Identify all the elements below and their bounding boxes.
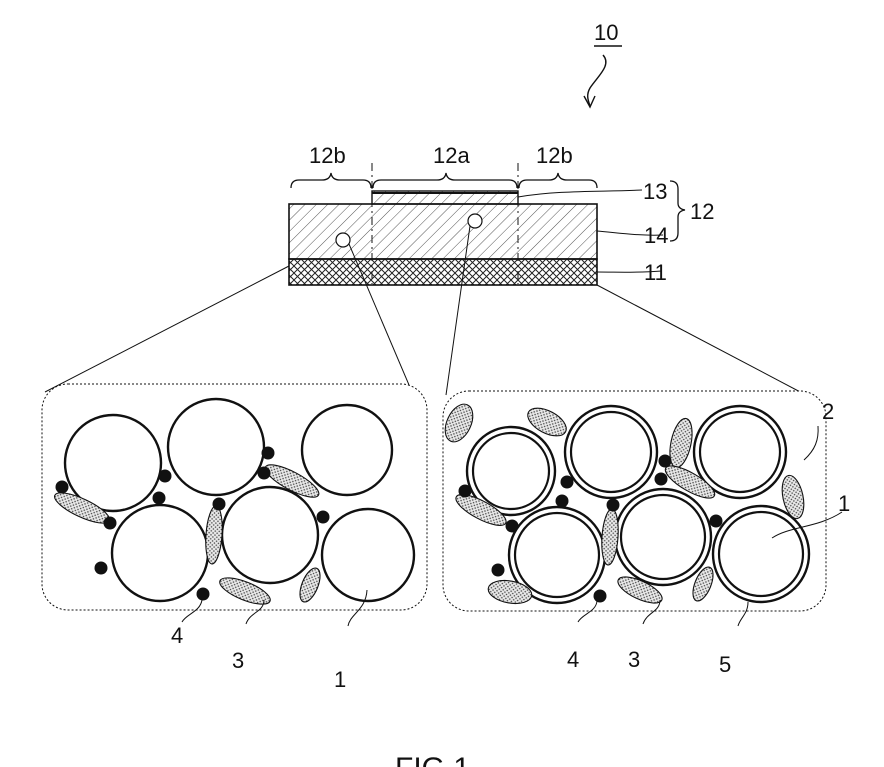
projection-right-outer xyxy=(597,285,806,395)
coated-particle-core xyxy=(473,433,549,509)
zoom-circle-right xyxy=(468,214,482,228)
active-particle xyxy=(322,509,414,601)
right-label-1: 1 xyxy=(838,491,850,516)
layer-14 xyxy=(289,204,597,259)
additive-dot xyxy=(95,562,108,575)
additive-dot xyxy=(56,481,69,494)
additive-dot xyxy=(659,455,672,468)
device-arrow-line xyxy=(588,55,606,106)
device-arrow-head xyxy=(584,96,595,107)
right-label-2: 2 xyxy=(822,399,834,424)
additive-dot xyxy=(317,511,330,524)
additive-dot xyxy=(556,495,569,508)
brace-12a xyxy=(373,173,517,188)
left-label-1: 1 xyxy=(334,667,346,692)
layer-11-label: 11 xyxy=(644,260,667,285)
coated-particle-core xyxy=(621,495,705,579)
left-inset: 4 3 1 xyxy=(42,384,427,692)
coated-particle-core xyxy=(571,412,651,492)
region-12b-right-label: 12b xyxy=(536,143,573,168)
left-label-4: 4 xyxy=(171,623,183,648)
figure-caption: FIG.1 xyxy=(395,752,470,767)
coated-particle-core xyxy=(700,412,780,492)
right-inset: 2 1 4 3 5 xyxy=(440,391,851,677)
brace-12 xyxy=(670,181,685,241)
layer-13-label: 13 xyxy=(643,179,667,204)
additive-dot xyxy=(655,473,668,486)
device-label: 10 xyxy=(594,20,618,45)
leader-13 xyxy=(518,190,642,197)
additive-dot xyxy=(561,476,574,489)
layer-11 xyxy=(289,259,597,285)
right-label-5: 5 xyxy=(719,652,731,677)
region-12b-left-label: 12b xyxy=(309,143,346,168)
right-label-4: 4 xyxy=(567,647,579,672)
additive-dot xyxy=(104,517,117,530)
additive-dot xyxy=(262,447,275,460)
group-12-label: 12 xyxy=(690,199,714,224)
additive-dot xyxy=(153,492,166,505)
active-particle xyxy=(112,505,208,601)
active-particle xyxy=(222,487,318,583)
brace-12b-right xyxy=(519,173,597,188)
projection-left-outer xyxy=(45,266,289,392)
active-particle xyxy=(302,405,392,495)
region-12a-label: 12a xyxy=(433,143,470,168)
additive-dot xyxy=(459,485,472,498)
active-particle xyxy=(168,399,264,495)
left-label-3: 3 xyxy=(232,648,244,673)
additive-dot xyxy=(159,470,172,483)
additive-dot xyxy=(197,588,210,601)
coated-particle-core xyxy=(515,513,599,597)
right-label-3: 3 xyxy=(628,647,640,672)
coated-particle-core xyxy=(719,512,803,596)
layer-14-label: 14 xyxy=(644,223,668,248)
brace-12b-left xyxy=(291,173,371,188)
additive-dot xyxy=(506,520,519,533)
additive-dot xyxy=(607,499,620,512)
additive-dot xyxy=(492,564,505,577)
zoom-circle-left xyxy=(336,233,350,247)
additive-dot xyxy=(258,467,271,480)
additive-dot xyxy=(213,498,226,511)
additive-dot xyxy=(710,515,723,528)
additive-dot xyxy=(594,590,607,603)
